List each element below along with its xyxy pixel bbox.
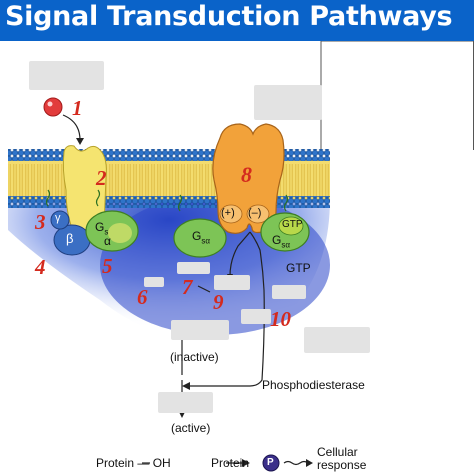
phosphate-circle xyxy=(262,454,280,472)
marker-2: 2 xyxy=(96,166,107,190)
hidden-label-box[interactable] xyxy=(158,392,213,413)
minus-label: (–) xyxy=(248,207,262,219)
marker-7: 7 xyxy=(182,275,193,299)
page-title: Signal Transduction Pathways xyxy=(5,1,453,32)
lipid-anchor xyxy=(45,189,51,207)
marker-10: 10 xyxy=(270,307,291,331)
protein-p-label: Protein xyxy=(211,456,250,470)
gtp-free-label: GTP xyxy=(286,261,311,275)
signal-pathway-diagram xyxy=(8,41,474,472)
lipid-anchor xyxy=(283,194,289,212)
marker-5: 5 xyxy=(102,254,113,278)
marker-9: 9 xyxy=(213,290,224,314)
alpha-label: α xyxy=(104,234,111,248)
hidden-label-box[interactable] xyxy=(214,275,250,290)
hidden-label-box[interactable] xyxy=(29,61,104,90)
plus-label: (+) xyxy=(221,207,235,219)
beta-label: β xyxy=(66,231,74,246)
inactive-label: (inactive) xyxy=(170,350,219,364)
signal-molecule xyxy=(43,97,63,117)
gtp-bound-molecule xyxy=(278,216,304,236)
gs-label: Gs xyxy=(95,220,109,237)
hidden-label-box[interactable] xyxy=(254,85,322,120)
hidden-label-box[interactable] xyxy=(177,262,210,274)
hidden-label-box[interactable] xyxy=(272,285,306,299)
cellular-response-label: Cellular response xyxy=(317,445,367,472)
marker-8: 8 xyxy=(241,162,252,187)
gtp-bound-label: GTP xyxy=(282,219,303,230)
protein-oh-label: Protein — OH xyxy=(96,456,171,470)
marker-6: 6 xyxy=(137,285,148,309)
right-panel-frame xyxy=(320,41,474,150)
gsa-active-label: Gsα xyxy=(272,233,290,250)
marker-1: 1 xyxy=(72,96,83,120)
lipid-anchor xyxy=(177,194,183,212)
hidden-label-box[interactable] xyxy=(241,309,271,324)
receptor-protein xyxy=(62,145,107,231)
phosphate-label: P xyxy=(267,457,274,468)
g-gamma-subunit xyxy=(50,210,70,230)
hidden-label-box[interactable] xyxy=(171,320,229,340)
gs-alpha-free xyxy=(173,218,227,258)
lipid-anchor xyxy=(95,189,101,207)
binding-arrow xyxy=(62,114,81,141)
hidden-label-box[interactable] xyxy=(144,277,164,287)
hidden-label-box[interactable] xyxy=(304,327,370,353)
gamma-label: γ xyxy=(55,212,61,224)
gsa-label: Gsα xyxy=(192,229,210,246)
title-banner: Signal Transduction Pathways xyxy=(0,0,474,41)
phosphodiesterase-label: Phosphodiesterase xyxy=(262,378,365,392)
marker-4: 4 xyxy=(35,255,46,279)
active-label: (active) xyxy=(171,421,211,435)
marker-3: 3 xyxy=(35,210,46,234)
